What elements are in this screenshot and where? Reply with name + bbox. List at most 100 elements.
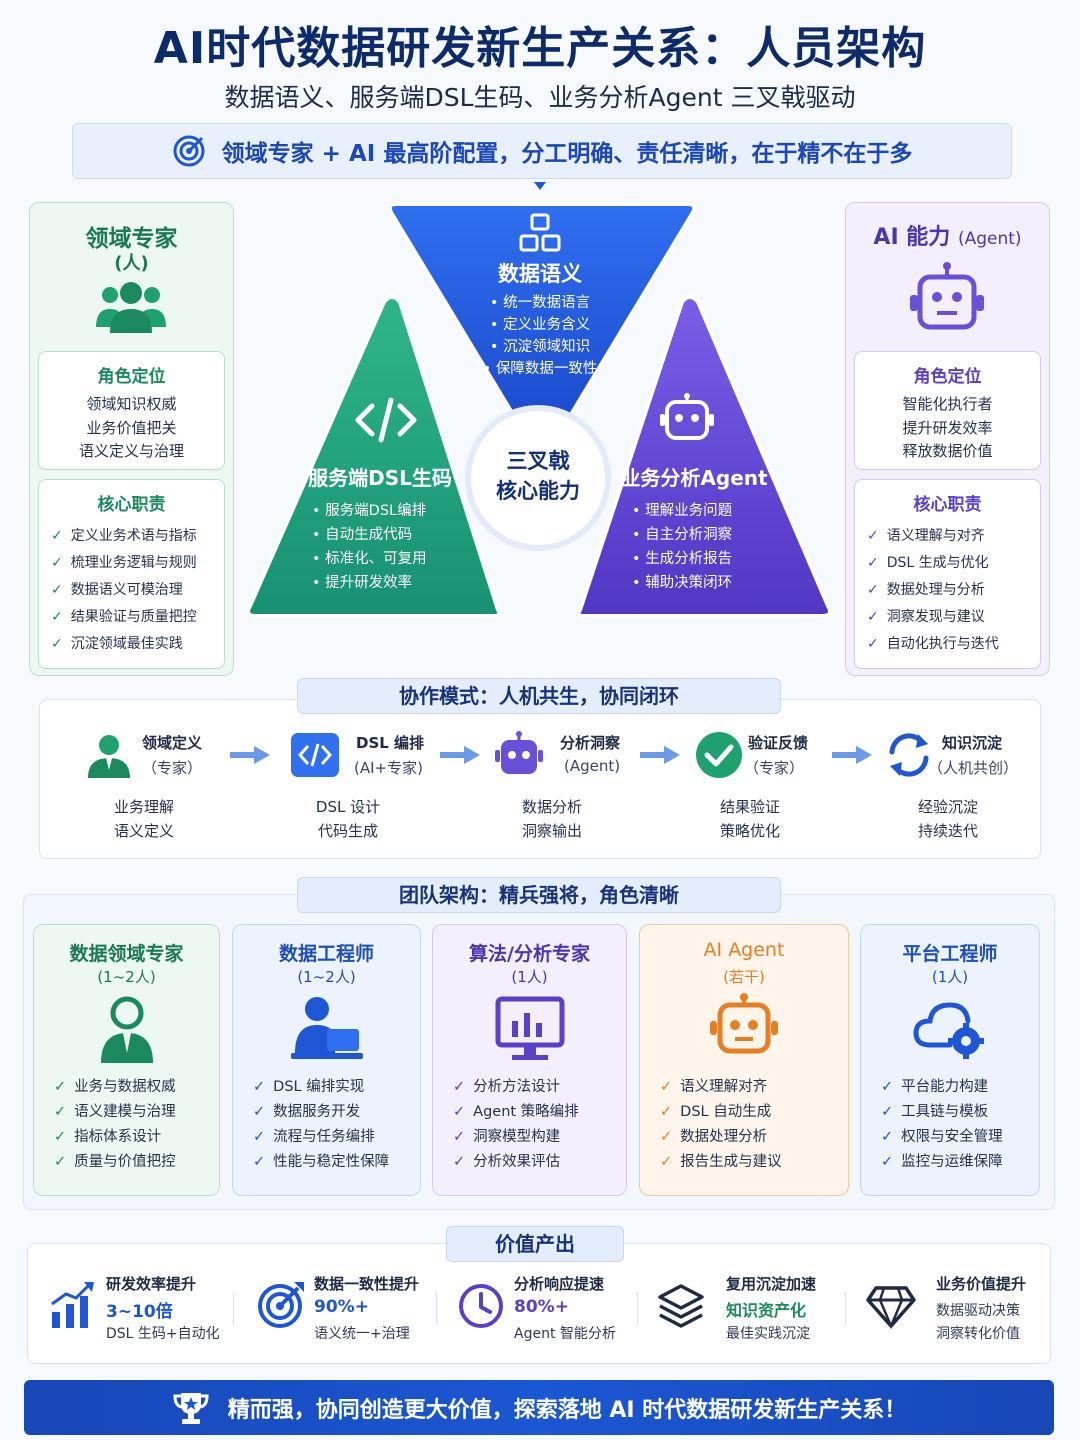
card-item: ✓工具链与模板 (881, 1104, 989, 1120)
duty-box: 核心职责 ✓定义业务术语与指标 ✓梳理业务逻辑与规则 ✓数据语义可模治理 ✓结果… (38, 479, 225, 669)
card-item: ✓报告生成与建议 (660, 1154, 782, 1170)
trophy-icon (173, 1392, 209, 1424)
role-line: 领域知识权威 (86, 395, 177, 413)
card-item: ✓流程与任务编排 (253, 1129, 375, 1145)
card-count: (1人) (511, 968, 548, 986)
role-line: 释放数据价值 (902, 442, 993, 460)
role-line: 语义定义与治理 (78, 442, 184, 460)
layers-icon (658, 1284, 704, 1328)
cloud-gear-icon (913, 1002, 984, 1059)
duty-box: 核心职责 ✓语义理解与对齐 ✓DSL 生成与优化 ✓数据处理与分析 ✓洞察发现与… (854, 479, 1041, 669)
check-icon: ✓ (253, 1154, 266, 1170)
check-icon: ✓ (881, 1104, 894, 1120)
dsl-bullet: • 自动生成代码 (312, 527, 413, 543)
collab-step: DSL 编排 (AI+专家) DSL 设计 代码生成 (290, 726, 470, 846)
step-name: 分析洞察 (560, 734, 621, 752)
check-icon: ✓ (867, 609, 879, 625)
panel-title: 领域专家 (85, 226, 178, 252)
collab-step: 知识沉淀 （人机共创） 经验沉淀 持续迭代 (884, 726, 1064, 846)
robot-icon (495, 731, 543, 774)
check-icon: ✓ (660, 1129, 673, 1145)
agent-bullet: • 理解业务问题 (632, 503, 733, 519)
clock-icon (459, 1284, 503, 1328)
duty-item: ✓自动化执行与迭代 (867, 636, 999, 652)
step-desc: 策略优化 (719, 822, 780, 840)
center-label: 三叉戟 核心能力 (478, 446, 598, 506)
divider (637, 1292, 638, 1326)
arrow-right-icon (832, 746, 872, 764)
step-name: 知识沉淀 (942, 734, 1003, 752)
card-item: ✓数据处理分析 (660, 1129, 768, 1145)
card-item: ✓分析方法设计 (453, 1079, 561, 1095)
duty-item: ✓数据处理与分析 (867, 582, 985, 598)
card-item: ✓质量与价值把控 (54, 1154, 176, 1170)
divider (436, 1292, 437, 1326)
check-icon: ✓ (54, 1129, 67, 1145)
step-name: DSL 编排 (356, 734, 425, 752)
agent-bullet: • 生成分析报告 (632, 551, 733, 567)
check-icon: ✓ (453, 1079, 466, 1095)
card-title: 数据领域专家 (69, 943, 184, 965)
check-icon: ✓ (867, 636, 879, 652)
triangle-agent (576, 295, 832, 618)
banner-text: 领域专家 + AI 最高阶配置，分工明确、责任清晰，在于精不在于多 (221, 141, 913, 167)
card-title: 平台工程师 (902, 943, 998, 965)
value-number: 数据驱动决策 (936, 1303, 1020, 1319)
check-icon: ✓ (51, 609, 63, 625)
arrow-right-icon (640, 746, 680, 764)
trident-graphic (246, 202, 832, 618)
step-desc: 经验沉淀 (917, 798, 978, 816)
step-desc: 代码生成 (317, 822, 378, 840)
check-icon: ✓ (881, 1154, 894, 1170)
agent-bullet: • 辅助决策闭环 (632, 575, 733, 591)
check-icon: ✓ (453, 1154, 466, 1170)
card-title: AI Agent (703, 939, 785, 961)
card-item: ✓性能与稳定性保障 (253, 1154, 390, 1170)
check-icon: ✓ (51, 582, 63, 598)
robot-icon (910, 262, 984, 330)
check-icon: ✓ (660, 1154, 673, 1170)
team-card-analyst: 算法/分析专家 (1人) ✓分析方法设计 ✓Agent 策略编排 ✓洞察模型构建… (432, 924, 627, 1196)
role-box: 角色定位 领域知识权威 业务价值把关 语义定义与治理 (38, 351, 225, 470)
domain-expert-panel: 领域专家 (人) 角色定位 领域知识权威 业务价值把关 语义定义与治理 核心职责… (29, 202, 234, 676)
duty-item: ✓数据语义可模治理 (51, 582, 183, 598)
value-desc: DSL 生码+自动化 (106, 1326, 220, 1342)
robot-icon (710, 993, 778, 1054)
role-title: 角色定位 (913, 367, 982, 387)
code-icon (291, 733, 339, 777)
card-item: ✓权限与安全管理 (881, 1129, 1003, 1145)
people-group-icon (96, 282, 166, 333)
triangle-dsl (246, 295, 502, 618)
step-desc: 语义定义 (113, 822, 174, 840)
check-icon: ✓ (51, 636, 63, 652)
dsl-bullet: • 服务端DSL编排 (312, 503, 427, 519)
role-line: 智能化执行者 (902, 395, 993, 413)
check-icon: ✓ (660, 1079, 673, 1095)
value-label: 价值产出 (446, 1226, 624, 1262)
duty-item: ✓沉淀领域最佳实践 (51, 636, 183, 652)
step-role: （人机共创） (928, 759, 1019, 777)
value-title: 数据一致性提升 (314, 1275, 420, 1293)
center-label-line: 核心能力 (496, 479, 580, 503)
check-icon: ✓ (253, 1079, 266, 1095)
step-role: （专家） (744, 759, 805, 777)
dsl-block: 服务端DSL生码 • 服务端DSL编排 • 自动生成代码 • 标准化、可复用 •… (290, 462, 470, 595)
card-item: ✓DSL 自动生成 (660, 1104, 772, 1120)
panel-title: AI 能力 (Agent) (873, 225, 1022, 250)
value-number: 3~10倍 (106, 1302, 173, 1322)
person-icon (88, 735, 130, 778)
check-icon: ✓ (881, 1129, 894, 1145)
card-title: 数据工程师 (278, 943, 374, 965)
check-icon: ✓ (51, 528, 63, 544)
diamond-icon (866, 1286, 916, 1330)
card-item: ✓业务与数据权威 (54, 1079, 176, 1095)
check-circle-icon (696, 732, 742, 778)
robot-icon (660, 393, 714, 440)
card-item: ✓语义建模与治理 (54, 1104, 176, 1120)
semantic-bullet: • 沉淀领域知识 (489, 339, 591, 355)
value-title: 研发效率提升 (106, 1275, 197, 1293)
step-desc: 业务理解 (113, 798, 174, 816)
footer-text: 精而强，协同创造更大价值，探索落地 AI 时代数据研发新生产关系！ (227, 1397, 907, 1423)
check-icon: ✓ (881, 1079, 894, 1095)
duty-title: 核心职责 (913, 495, 982, 515)
